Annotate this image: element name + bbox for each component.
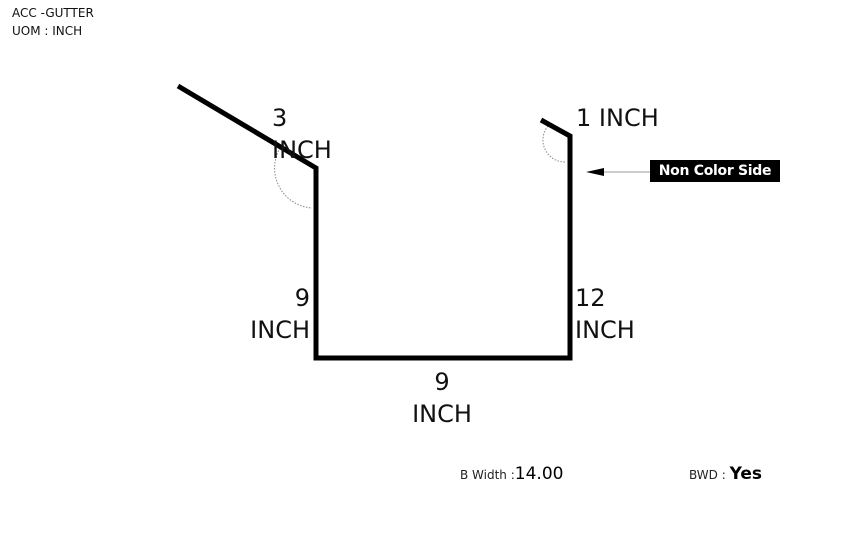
segment-5-unit: INCH bbox=[598, 104, 659, 132]
segment-3-unit: INCH bbox=[412, 400, 472, 428]
non-color-side-label: Non Color Side bbox=[650, 160, 780, 182]
segment-1-unit: INCH bbox=[272, 136, 332, 164]
segment-2-value: 9 bbox=[294, 284, 310, 312]
segment-4-dimension: 12 INCH bbox=[575, 282, 635, 346]
bwd-separator: : bbox=[717, 468, 730, 482]
profile-title: ACC -GUTTER bbox=[12, 6, 94, 20]
gutter-profile-line bbox=[176, 83, 573, 361]
segment-5-value: 1 bbox=[576, 104, 592, 132]
b-width-field: B Width :14.00 bbox=[460, 464, 563, 484]
angle-arc-right bbox=[542, 125, 567, 163]
segment-1-dimension: 3 INCH bbox=[272, 102, 332, 166]
segment-2-dimension: 9 INCH bbox=[246, 282, 310, 346]
segment-4-value: 12 bbox=[575, 284, 606, 312]
bwd-label: BWD bbox=[689, 468, 718, 482]
b-width-label: B Width bbox=[460, 468, 507, 482]
segment-1-value: 3 bbox=[272, 104, 288, 132]
bwd-value: Yes bbox=[729, 464, 762, 484]
segment-4-unit: INCH bbox=[575, 316, 635, 344]
segment-2-unit: INCH bbox=[250, 316, 310, 344]
uom-label: UOM : INCH bbox=[12, 24, 83, 38]
b-width-value: 14.00 bbox=[514, 464, 564, 484]
bwd-field: BWD : Yes bbox=[689, 464, 762, 484]
b-width-separator: : bbox=[506, 468, 515, 482]
angle-arc-left bbox=[274, 147, 313, 209]
segment-5-dimension: 1 INCH bbox=[576, 102, 659, 134]
non-color-side-arrowhead bbox=[586, 168, 604, 176]
segment-3-value: 9 bbox=[434, 368, 450, 396]
segment-3-dimension: 9 INCH bbox=[409, 366, 475, 430]
